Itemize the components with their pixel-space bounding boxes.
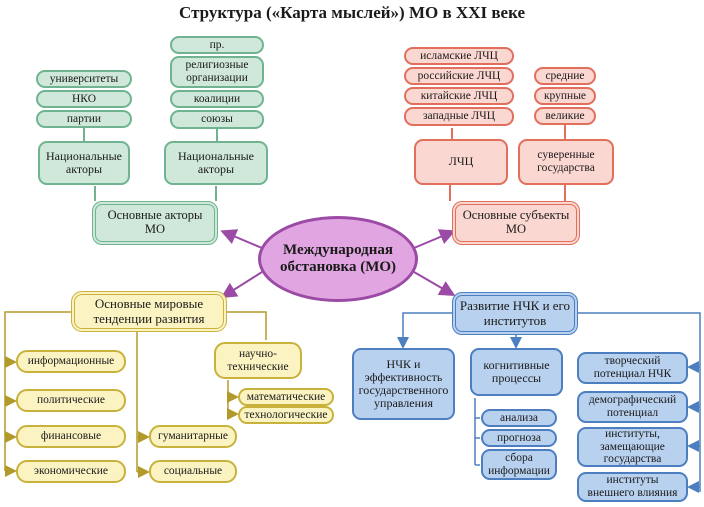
yellow-item-information: информационные: [16, 350, 126, 373]
red-item-russian: российские ЛЧЦ: [404, 67, 514, 85]
green-right-parent: Национальные акторы: [164, 141, 268, 185]
red-item-islamic: исламские ЛЧЦ: [404, 47, 514, 65]
center-node: Международная обстановка (МО): [258, 216, 418, 302]
yellow-main-node: Основные мировые тенденции развития: [71, 291, 227, 332]
red-item-western: западные ЛЧЦ: [404, 107, 514, 126]
green-item-coalitions: коалиции: [170, 90, 264, 108]
blue-main-node: Развитие НЧК и его институтов: [452, 292, 578, 335]
yellow-item-political: политические: [16, 389, 126, 412]
red-item-great: великие: [534, 107, 596, 125]
diagram-title: Структура («Карта мыслей») МО в XXI веке: [179, 3, 525, 22]
yellow-item-technological: технологические: [238, 406, 334, 424]
yellow-item-financial: финансовые: [16, 425, 126, 448]
green-item-parties: партии: [36, 110, 132, 128]
yellow-item-social: социальные: [149, 460, 237, 483]
red-lcc-parent: ЛЧЦ: [414, 139, 508, 185]
blue-item-creative-potential: творческий потенциал НЧК: [577, 352, 688, 384]
red-item-chinese: китайские ЛЧЦ: [404, 87, 514, 105]
yellow-item-economic: экономические: [16, 460, 126, 483]
green-item-unions: союзы: [170, 110, 264, 129]
blue-item-state-substitutes: институты, замещающие государства: [577, 427, 688, 467]
blue-item-information-gathering: сбора информации: [481, 449, 557, 480]
yellow-item-mathematical: математические: [238, 388, 334, 406]
red-states-parent: суверенные государства: [518, 139, 614, 185]
green-main-node: Основные акторы МО: [92, 201, 218, 245]
blue-effectiveness-node: НЧК и эффективность государственного упр…: [352, 348, 455, 420]
blue-item-demographic-potential: демографический потенциал: [577, 391, 688, 423]
red-item-medium: средние: [534, 67, 596, 85]
green-item-other: пр.: [170, 36, 264, 54]
blue-item-external-influence: институты внешнего влияния: [577, 472, 688, 502]
green-left-parent: Национальные акторы: [38, 141, 130, 185]
red-main-node: Основные субъекты МО: [452, 201, 580, 245]
blue-item-analysis: анализа: [481, 409, 557, 427]
green-item-religious: религиозные организации: [170, 56, 264, 88]
blue-cognitive-node: когнитивные процессы: [470, 348, 563, 396]
yellow-item-humanitarian: гуманитарные: [149, 425, 237, 448]
red-item-large: крупные: [534, 87, 596, 105]
green-item-universities: университеты: [36, 70, 132, 88]
blue-item-forecast: прогноза: [481, 429, 557, 447]
yellow-sci-tech-node: научно-технические: [214, 342, 302, 379]
green-item-ngo: НКО: [36, 90, 132, 108]
